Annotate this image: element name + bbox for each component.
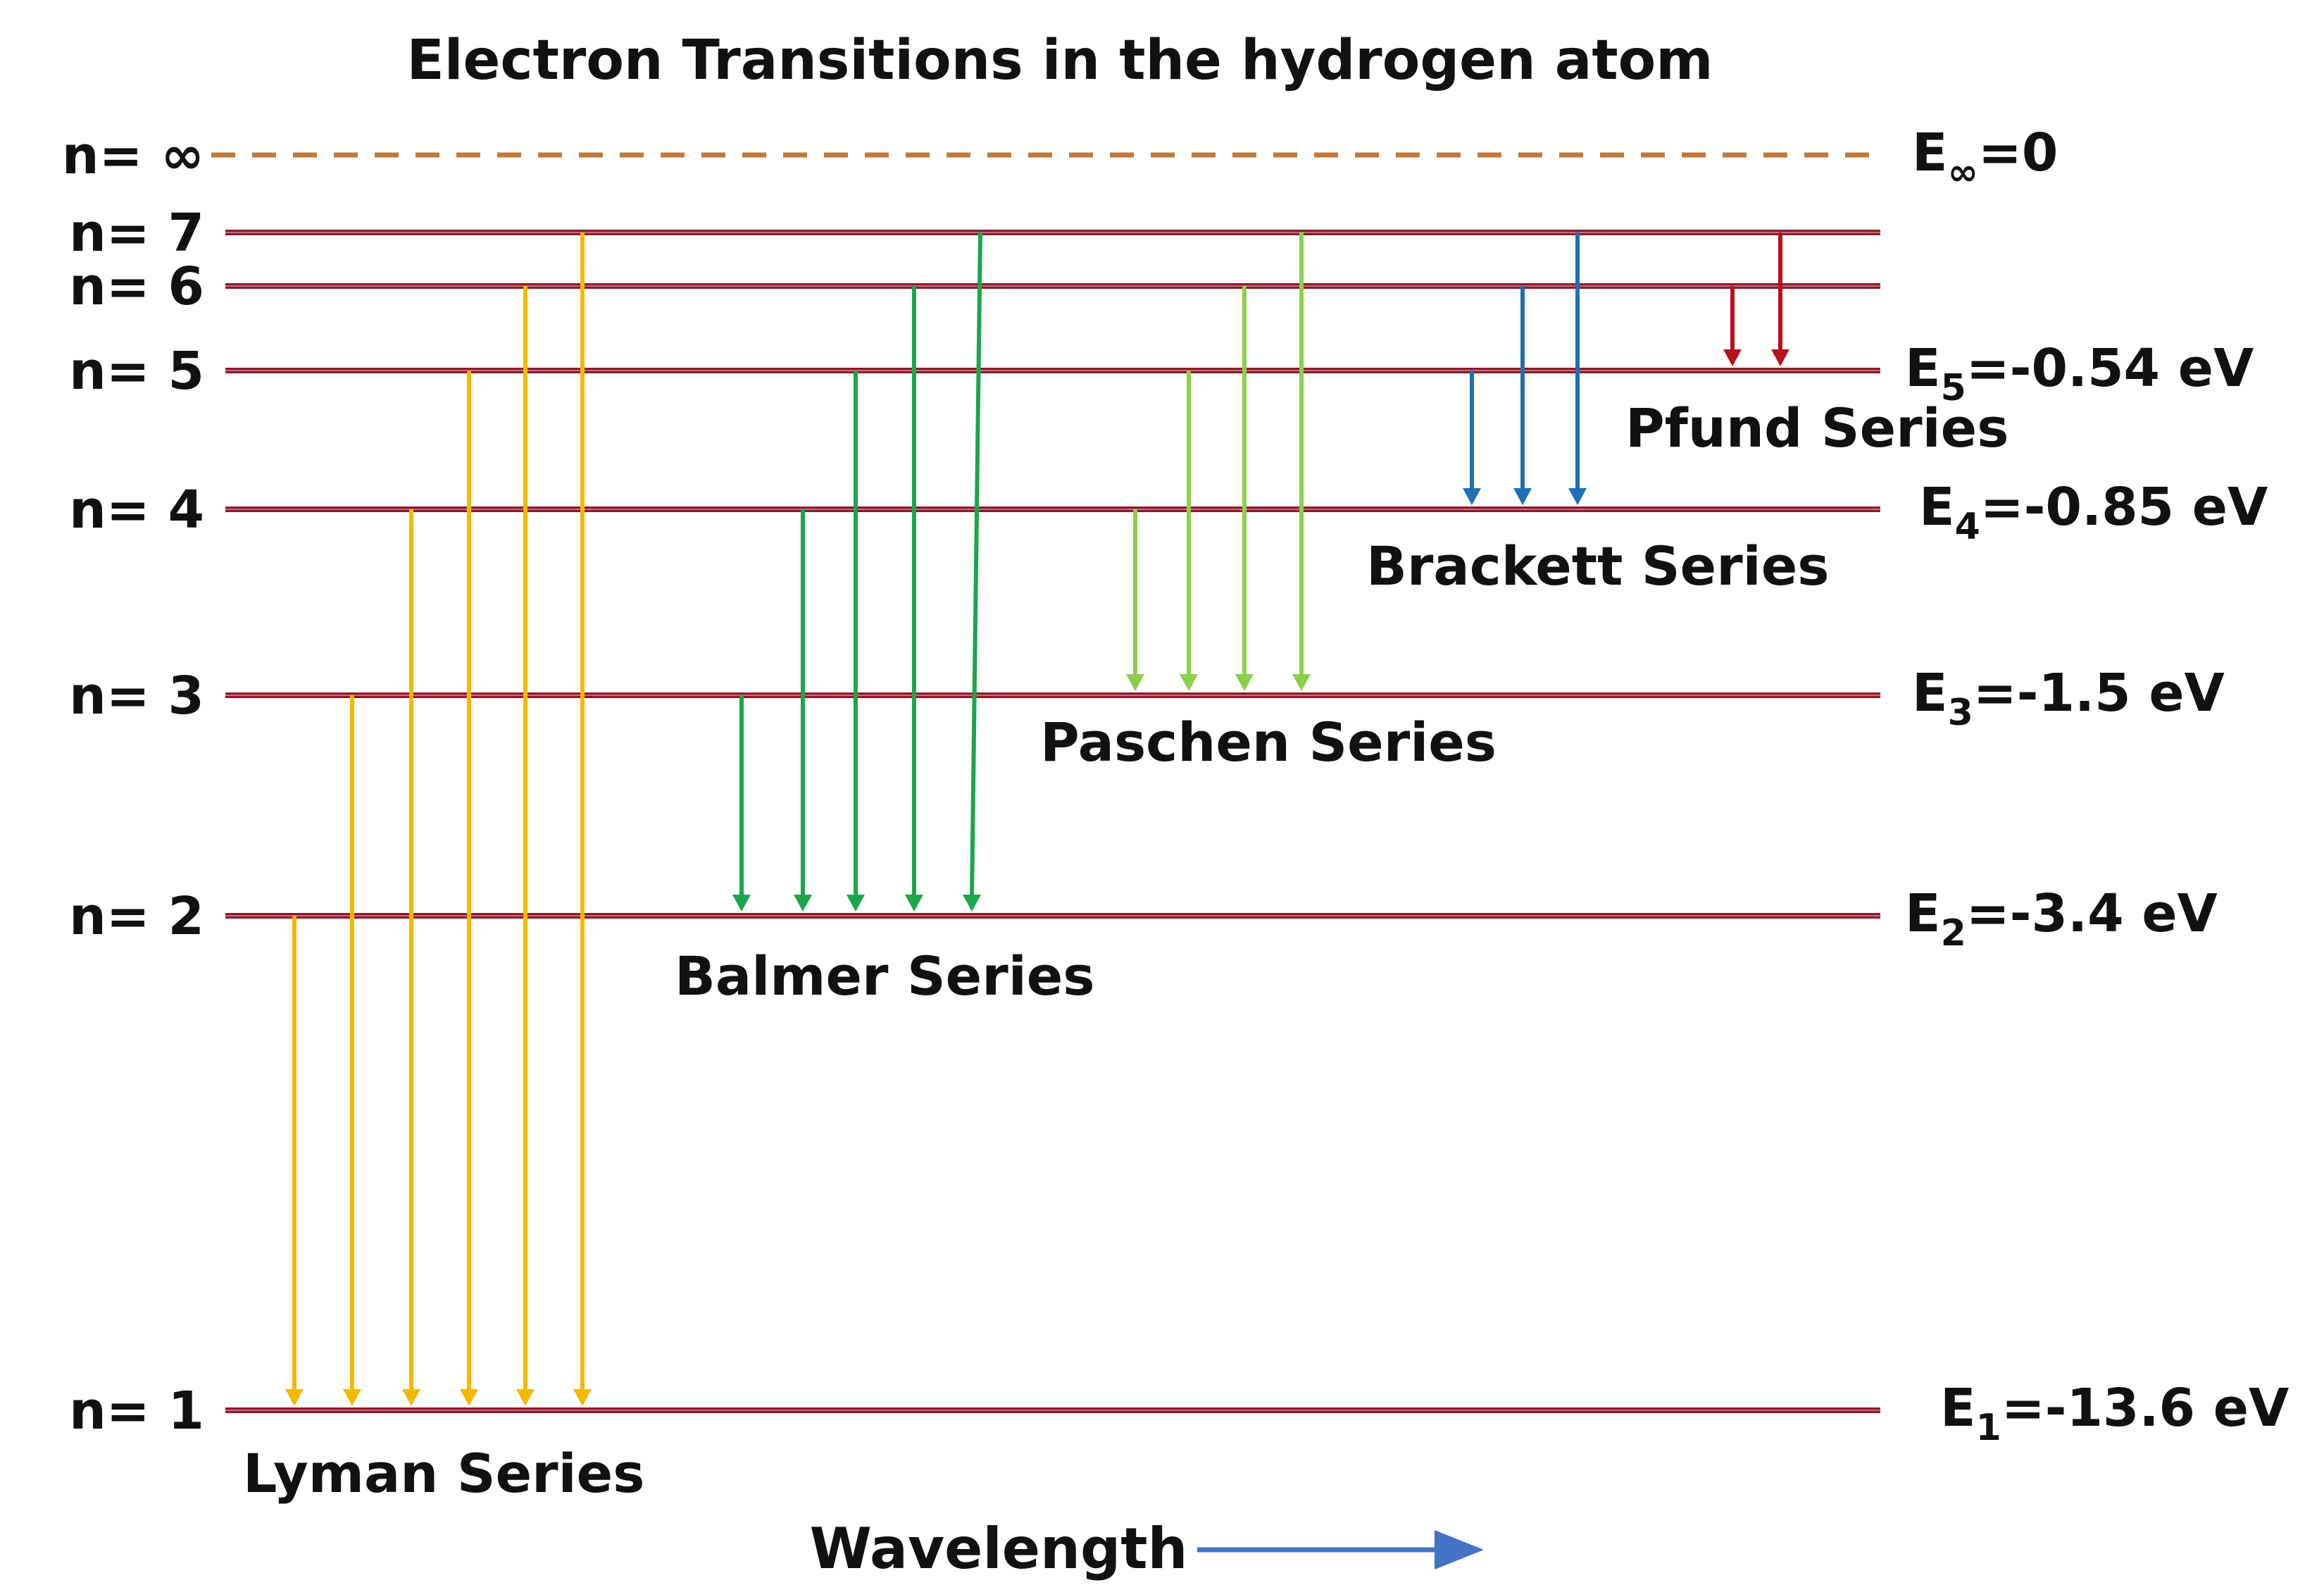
series-arrows-lyman [285,232,592,1406]
wavelength-axis: Wavelength [810,1516,1484,1581]
series-arrows-brackett [1463,232,1587,505]
transition-arrow-4-to-2 [794,509,812,912]
level-label: n= 6 [69,256,204,317]
level-n-6: n= 6 [69,256,1880,317]
level-n-4: n= 4 E4=-0.85 eV [69,477,2268,548]
transition-arrow-6-to-4 [1513,286,1532,505]
transition-arrow-7-to-4 [1568,232,1587,505]
transition-arrow-5-to-1 [460,371,478,1406]
energy-label: E3=-1.5 eV [1912,663,2225,734]
level-label: n= 3 [69,666,204,726]
series-label-paschen: Paschen Series [1040,711,1497,773]
transition-arrow-5-to-4 [1463,371,1481,505]
transition-arrow-3-to-1 [343,695,361,1406]
transition-arrow-7-to-1 [573,232,592,1406]
wavelength-label: Wavelength [810,1516,1188,1581]
series-label-lyman: Lyman Series [243,1442,644,1505]
series-label-pfund: Pfund Series [1625,397,2008,459]
level-label: n= 1 [69,1381,204,1441]
level-n-2: n= 2 E2=-3.4 eV [69,883,2218,955]
transition-arrow-2-to-1 [285,916,304,1406]
transition-arrow-4-to-3 [1126,509,1144,691]
transition-arrow-6-to-3 [1235,286,1254,691]
energy-levels: n= ∞ E∞=0 n= 7n= 6 n= 5 E5=-0.54 eV n= 4 E4=-0… [62,123,2289,1449]
transition-arrow-6-to-2 [905,286,923,912]
level-n-7: n= 7 [69,203,1880,263]
level-label: n= 2 [69,886,204,947]
transition-arrow-6-to-1 [516,286,535,1406]
series-arrows-balmer [732,232,982,912]
series-arrows-paschen [1126,232,1311,691]
transition-arrow-7-to-3 [1292,232,1311,691]
transition-arrow-7-to-5 [1771,232,1789,366]
transition-arrow-5-to-2 [846,371,865,912]
series-arrows-pfund [1723,232,1789,366]
level-label: n= 7 [69,203,204,263]
energy-label: E1=-13.6 eV [1940,1378,2289,1449]
transition-arrows [285,232,1789,1406]
transition-arrow-6-to-5 [1723,286,1742,366]
level-label: n= ∞ [62,125,204,186]
level-n-infinity: n= ∞ E∞=0 [62,123,2058,194]
energy-label: E5=-0.54 eV [1905,338,2254,409]
diagram-title: Electron Transitions in the hydrogen ato… [406,29,1713,92]
transition-arrow-4-to-1 [402,509,420,1406]
energy-label: E2=-3.4 eV [1905,883,2218,955]
series-label-brackett: Brackett Series [1366,535,1830,597]
series-labels: Lyman Series Balmer Series Paschen Series B… [243,397,2008,1505]
series-label-balmer: Balmer Series [675,945,1095,1007]
level-label: n= 5 [69,341,204,402]
transition-arrow-3-to-2 [732,695,751,912]
transition-arrow-7-to-2 [963,232,982,912]
energy-label: E4=-0.85 eV [1919,477,2268,548]
level-label: n= 4 [69,480,204,540]
level-n-1: n= 1 E1=-13.6 eV [69,1378,2289,1449]
level-n-3: n= 3 E3=-1.5 eV [69,663,2225,734]
energy-label: E∞=0 [1912,123,2058,194]
level-n-5: n= 5 E5=-0.54 eV [69,338,2254,409]
transition-arrow-5-to-3 [1180,371,1198,691]
